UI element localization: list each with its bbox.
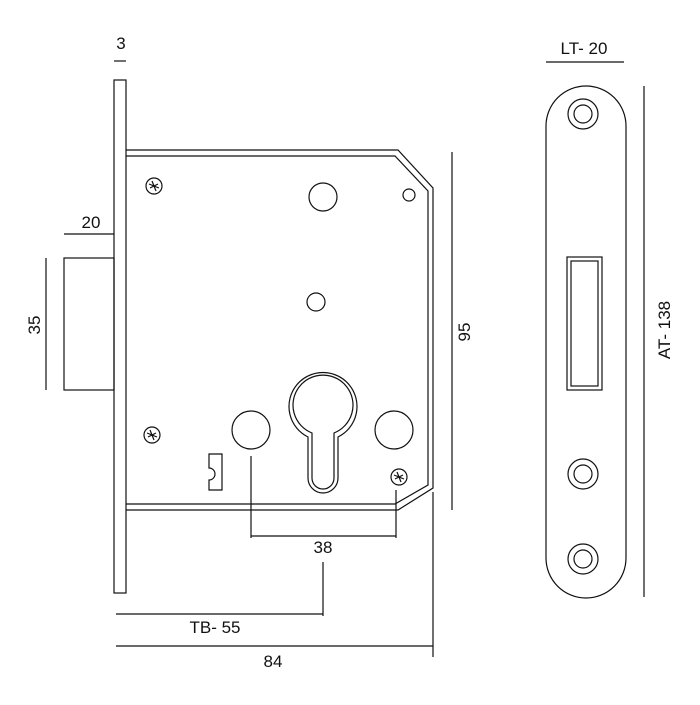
strike-middle-screw-inner [573,464,593,484]
hook-slot [208,453,223,491]
right-follower-hole [374,410,414,450]
dim-strike-width: LT- 20 [546,39,624,63]
dim-hole-spacing-label: 38 [314,538,333,557]
lock-case-inner [126,155,429,505]
lock-case-outer [126,149,434,511]
dim-backset: TB- 55 [116,562,324,637]
center-small-hole [306,292,326,312]
strike-plate [545,85,627,599]
strike-bottom-screw-inner [573,549,593,569]
dim-latch-height: 35 [25,258,47,390]
dim-backset-label: TB- 55 [189,618,240,637]
left-follower-hole [231,410,271,450]
screw-top-left-icon [145,177,163,195]
latch-bolt-outline [63,257,115,391]
dim-case-height: 95 [451,152,474,510]
cylinder-keyhole-inner [292,374,354,490]
strike-top-screw-inner [573,104,593,124]
dim-case-height-label: 95 [455,323,474,342]
lock-case [126,149,434,511]
dim-faceplate-thickness-label: 3 [116,34,125,53]
strike-latch-opening-inner [570,260,599,387]
strike-top-screw-outer [567,98,599,130]
top-hole [308,182,338,212]
dim-overall-depth: 84 [116,492,434,671]
small-corner-hole [402,188,416,202]
faceplate-outline [113,79,127,594]
screw-bottom-right-icon [390,468,408,486]
latch-bolt [63,257,115,391]
dim-faceplate-thickness: 3 [114,34,126,62]
dim-strike-length: AT- 138 [643,86,674,597]
dim-latch-projection: 20 [64,213,114,235]
strike-middle-screw-outer [567,458,599,490]
strike-bottom-screw-outer [567,543,599,575]
dim-strike-width-label: LT- 20 [561,39,608,58]
dim-latch-height-label: 35 [25,316,44,335]
screw-bottom-left-icon [143,426,161,444]
dim-hole-spacing: 38 [250,456,397,557]
dim-latch-projection-label: 20 [82,213,101,232]
strike-latch-opening-outer [566,256,603,391]
cylinder-keyhole-outer [288,371,358,494]
dim-strike-length-label: AT- 138 [655,301,674,359]
strike-plate-outline [545,85,627,599]
dim-overall-depth-label: 84 [264,652,283,671]
faceplate [113,79,127,594]
